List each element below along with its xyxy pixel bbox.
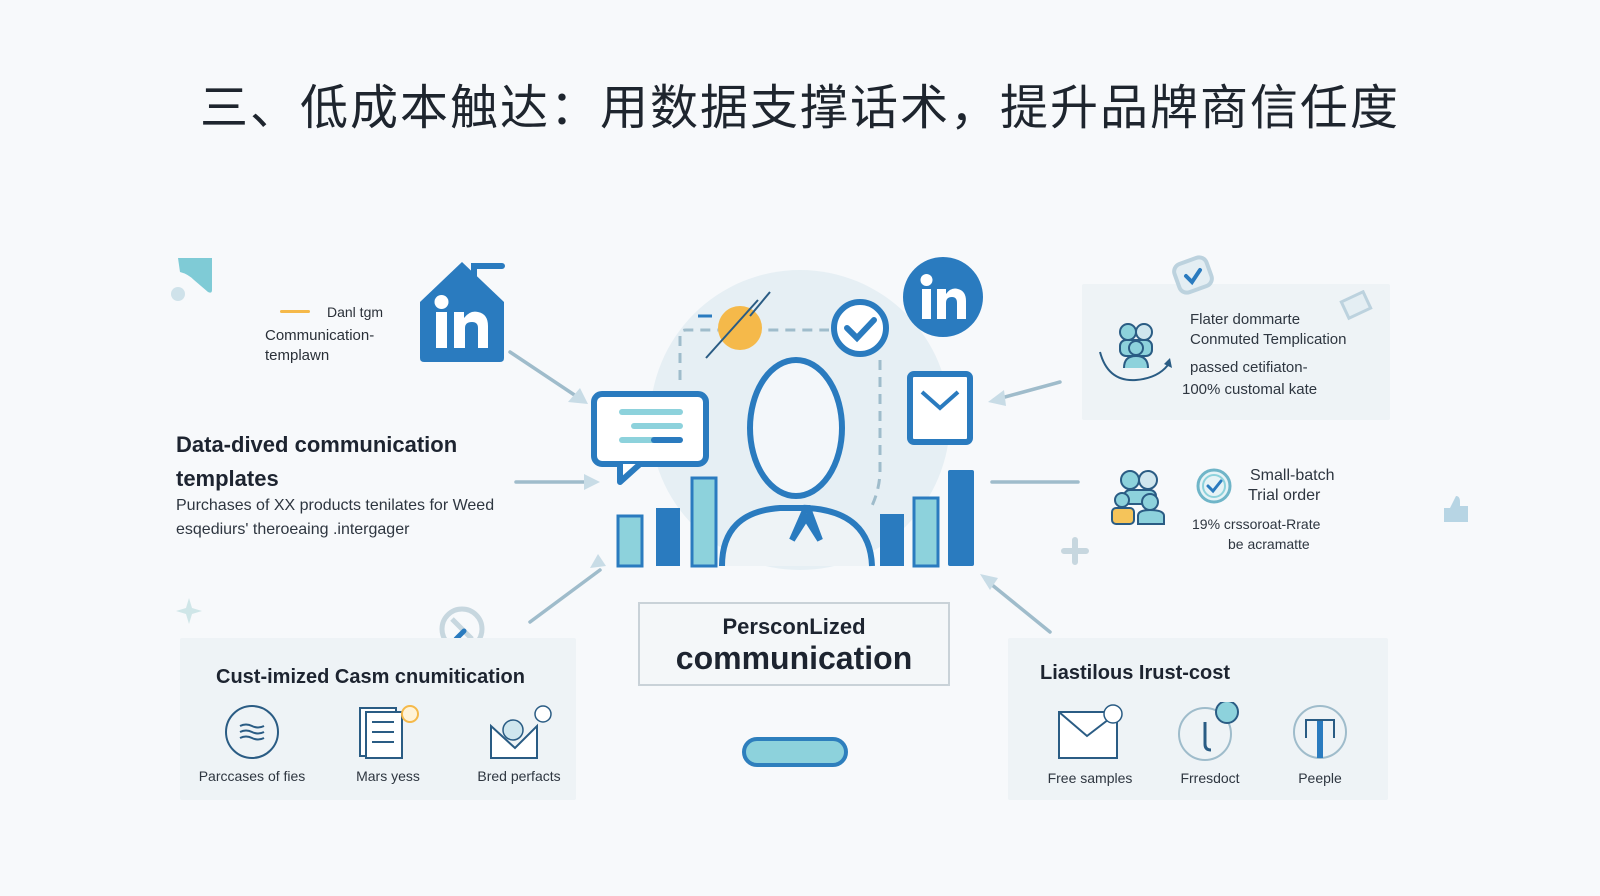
decorative-shape-icon <box>171 258 212 301</box>
item-label: Free samples <box>1047 770 1133 786</box>
sparkle-icon <box>176 598 202 624</box>
waves-circle-icon <box>225 705 279 759</box>
item-label: Frresdoct <box>1180 770 1240 786</box>
page-title: 三、低成本触达：用数据支撑话术，提升品牌商信任度 <box>199 80 1400 136</box>
item-label: Mars yess <box>356 768 420 784</box>
tag-icon <box>1339 290 1373 321</box>
card-title: Cust-imized Casm cnumitication <box>216 666 525 688</box>
accent-dash <box>280 310 310 313</box>
cert-line-1: Flater dommarte <box>1190 311 1301 328</box>
card-item: Parccases of fies <box>199 704 305 784</box>
pill-button[interactable] <box>742 737 848 767</box>
cert-line-2: Conmuted Templication <box>1190 331 1347 348</box>
customized-communication-card: Cust-imized Casm cnumitication Parccases… <box>180 638 576 800</box>
note-tag: Danl tgm <box>327 304 384 320</box>
card-item: Mars yess <box>348 704 428 784</box>
team-cycle-icon <box>1099 323 1172 382</box>
left-body-line-1: Purchases of XX products tenilates for W… <box>176 497 495 514</box>
left-body-line-2: esqediurs' theroeaing .intergager <box>176 521 410 538</box>
linkedin-circle-icon <box>903 257 983 337</box>
envelope-icon <box>1058 704 1123 759</box>
note-line-2: templawn <box>265 347 330 364</box>
document-stack-icon <box>359 705 419 759</box>
cert-line-3: passed cetifiaton- <box>1190 359 1308 376</box>
card-title: Liastilous Irust-cost <box>1040 662 1231 684</box>
card-item: Bred perfacts <box>474 704 564 784</box>
note-line-1: Communication- <box>265 327 375 344</box>
clock-circle-icon <box>1178 702 1239 761</box>
linkedin-house-icon <box>420 262 505 362</box>
trial-title-line-2: Trial order <box>1248 487 1321 504</box>
fork-circle-icon <box>1293 705 1347 759</box>
check-timer-icon <box>1196 468 1232 504</box>
center-line-1: PersconLized <box>722 614 866 639</box>
check-badge-icon <box>1172 255 1214 295</box>
plus-icon <box>1061 537 1089 565</box>
chart-envelope-icon <box>490 705 552 759</box>
central-illustration <box>591 291 974 568</box>
card-item: Frresdoct <box>1174 702 1246 786</box>
trial-title-line-1: Small-batch <box>1250 467 1335 484</box>
trial-line-4: be acramatte <box>1228 536 1310 552</box>
certification-card: Flater dommarte Conmuted Templication pa… <box>1082 284 1390 420</box>
item-label: Peeple <box>1298 770 1342 786</box>
item-label: Parccases of fies <box>198 768 306 784</box>
card-item: Peeple <box>1284 702 1356 786</box>
cert-line-4: 100% customal kate <box>1182 381 1318 398</box>
left-heading-line-1: Data-dived communication <box>176 432 458 457</box>
card-item: Free samples <box>1044 702 1136 786</box>
group-people-icon <box>1111 470 1165 525</box>
left-heading-line-2: templates <box>176 466 279 491</box>
item-label: Bred perfacts <box>477 768 561 784</box>
trial-line-3: 19% crssoroat-Rrate <box>1192 516 1321 532</box>
trust-cost-card: Liastilous Irust-cost Free samples Frres… <box>1008 638 1388 800</box>
center-label-box: PersconLized communication <box>638 602 950 686</box>
center-line-2: communication <box>675 640 913 676</box>
thumbs-up-icon <box>1444 496 1468 522</box>
